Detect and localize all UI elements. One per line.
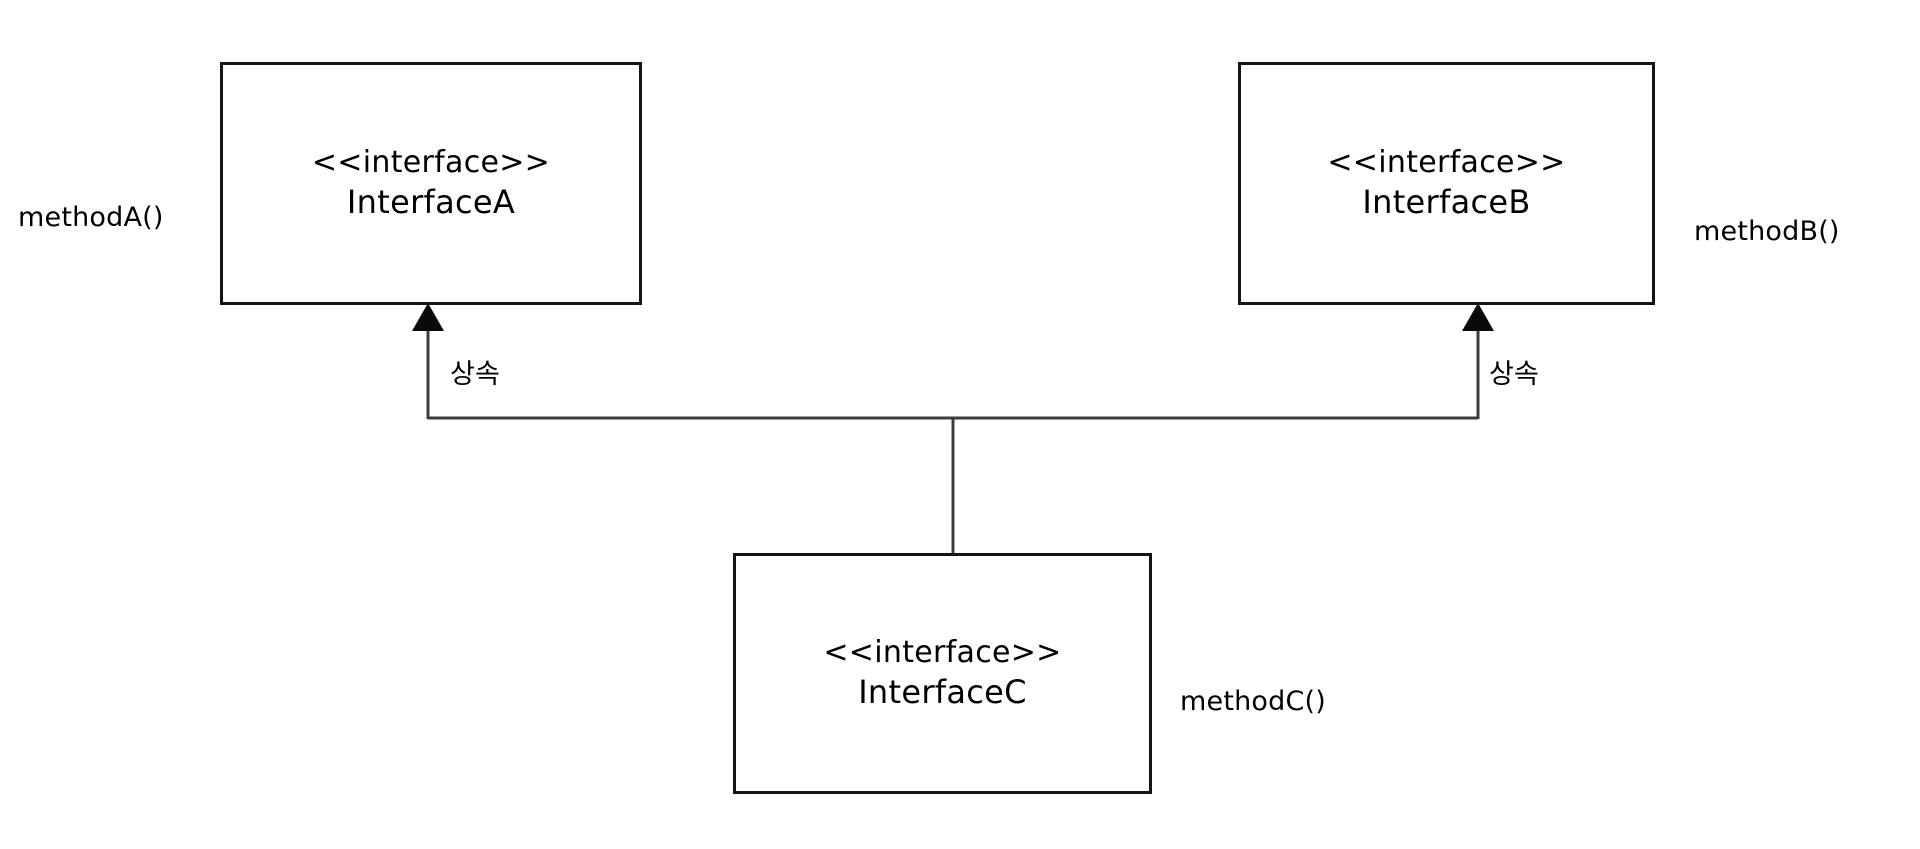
uml-class-box-interface-a[interactable]: <<interface>> InterfaceA xyxy=(220,62,642,305)
uml-class-box-interface-c[interactable]: <<interface>> InterfaceC xyxy=(733,553,1152,794)
class-name-label: InterfaceB xyxy=(1362,183,1531,222)
uml-class-box-interface-b[interactable]: <<interface>> InterfaceB xyxy=(1238,62,1655,305)
inheritance-label-c-to-a: 상속 xyxy=(450,359,501,390)
inheritance-arrowhead-a-icon xyxy=(412,303,444,331)
stereotype-label: <<interface>> xyxy=(1327,145,1566,181)
method-label-interface-a: methodA() xyxy=(18,202,164,233)
stereotype-label: <<interface>> xyxy=(311,145,551,181)
method-label-interface-c: methodC() xyxy=(1180,686,1326,717)
class-name-label: InterfaceA xyxy=(346,183,516,222)
stereotype-label: <<interface>> xyxy=(823,635,1062,671)
class-name-label: InterfaceC xyxy=(858,673,1027,712)
method-label-interface-b: methodB() xyxy=(1694,216,1840,247)
inheritance-label-c-to-b: 상속 xyxy=(1489,359,1540,390)
inheritance-arrowhead-b-icon xyxy=(1462,303,1494,331)
